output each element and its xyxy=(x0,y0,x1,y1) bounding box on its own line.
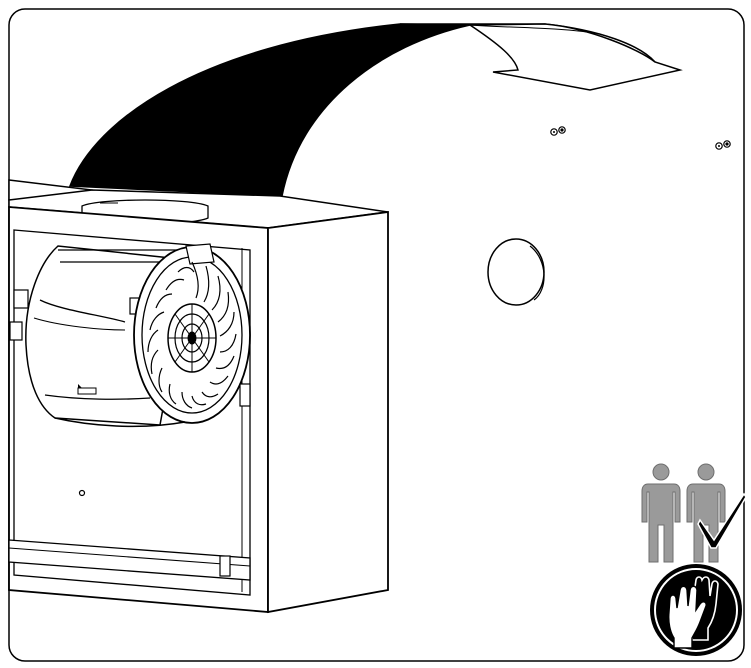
impeller-hub-grille xyxy=(167,303,217,373)
cable-entry-hole xyxy=(487,238,545,306)
impeller-blades xyxy=(147,261,237,409)
back-panel-hole xyxy=(78,489,86,497)
side-panel xyxy=(267,210,389,614)
rail-clip xyxy=(219,555,231,577)
mounting-screw-left xyxy=(550,126,566,136)
housing-tab xyxy=(77,387,97,395)
blower-motor-assembly xyxy=(9,243,251,428)
mounting-screw-right xyxy=(715,140,731,150)
outer-casing xyxy=(68,23,731,306)
ring-top-tab xyxy=(185,243,215,265)
checkmark-icon xyxy=(697,492,747,549)
filter-rail xyxy=(8,539,251,581)
bracket-left-upper xyxy=(13,289,29,309)
protective-gloves-icon xyxy=(650,564,742,656)
duct-outlet-flange xyxy=(467,23,683,91)
ring-side-lug xyxy=(239,383,251,407)
duct-outlet-inner-edge xyxy=(469,24,601,35)
bracket-left-lower xyxy=(9,321,23,341)
person-icon-left xyxy=(641,463,681,563)
casing-dark-underside xyxy=(68,23,471,197)
